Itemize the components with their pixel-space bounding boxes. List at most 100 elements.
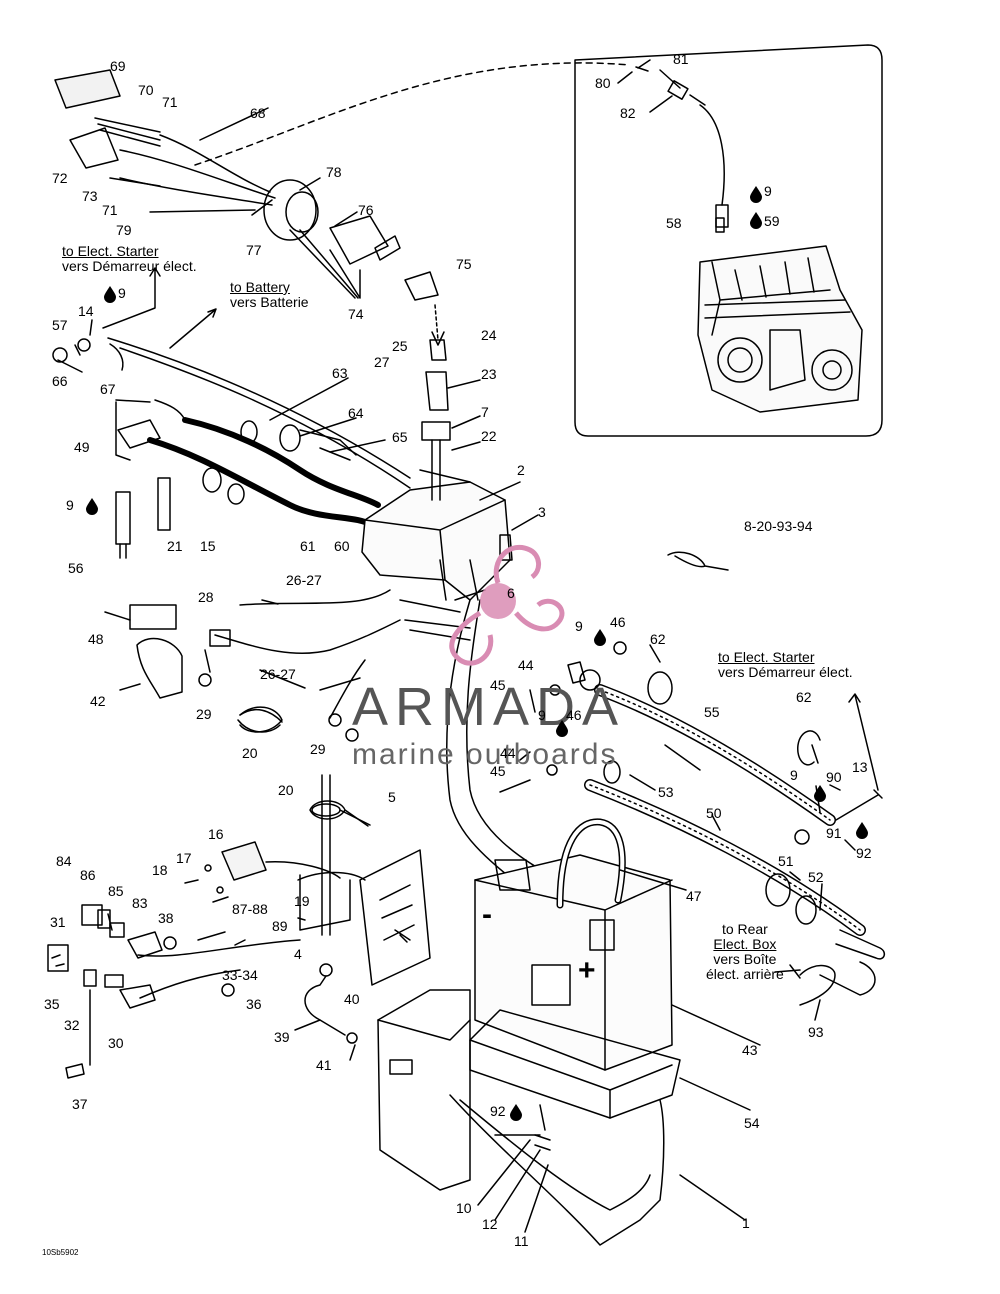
note-starter2-fr: vers Démarreur élect. bbox=[718, 664, 853, 680]
part-label: 25 bbox=[392, 338, 408, 354]
part-label: 62 bbox=[796, 689, 812, 705]
note-battery-fr: vers Batterie bbox=[230, 294, 309, 310]
note-rear-elect-box: to Rear Elect. Box vers Boîte élect. arr… bbox=[706, 922, 784, 982]
part-label: 84 bbox=[56, 853, 72, 869]
part-label: 29 bbox=[310, 741, 326, 757]
part-label: 50 bbox=[706, 805, 722, 821]
part-label: 16 bbox=[208, 826, 224, 842]
part-label: 19 bbox=[294, 893, 310, 909]
part-label: 32 bbox=[64, 1017, 80, 1033]
part-label: 76 bbox=[358, 202, 374, 218]
drawing-code: 10Sb5902 bbox=[42, 1248, 79, 1257]
note-rear-l1: to Rear bbox=[721, 921, 768, 937]
part-label: 86 bbox=[80, 867, 96, 883]
part-label: 20 bbox=[242, 745, 258, 761]
spark-plug-cables bbox=[52, 337, 411, 559]
note-starter2-en: to Elect. Starter bbox=[718, 649, 815, 665]
part-label: 75 bbox=[456, 256, 472, 272]
part-label: 22 bbox=[481, 428, 497, 444]
note-starter1-en: to Elect. Starter bbox=[62, 243, 159, 259]
part-label: 9 bbox=[575, 618, 583, 634]
part-label: 83 bbox=[132, 895, 148, 911]
part-label: 26-27 bbox=[286, 572, 322, 588]
part-label: 63 bbox=[332, 365, 348, 381]
part-label: 21 bbox=[167, 538, 183, 554]
note-battery: to Battery vers Batterie bbox=[230, 280, 309, 310]
part-label: 90 bbox=[826, 769, 842, 785]
part-label: 73 bbox=[82, 188, 98, 204]
part-label: 28 bbox=[198, 589, 214, 605]
part-label: 92 bbox=[856, 845, 872, 861]
part-label: 71 bbox=[162, 94, 178, 110]
upper-harness bbox=[54, 69, 319, 241]
part-label: 52 bbox=[808, 869, 824, 885]
part-label: 55 bbox=[704, 704, 720, 720]
part-label: 9 bbox=[118, 285, 126, 301]
part-label: 59 bbox=[764, 213, 780, 229]
part-label: 56 bbox=[68, 560, 84, 576]
note-rear-l2: Elect. Box bbox=[713, 936, 777, 952]
part-label: 93 bbox=[808, 1024, 824, 1040]
starter-cable-55 bbox=[579, 641, 836, 826]
part-label: 6 bbox=[507, 585, 515, 601]
part-label: 38 bbox=[158, 910, 174, 926]
note-elect-starter-1: to Elect. Starter vers Démarreur élect. bbox=[62, 244, 197, 274]
part-label: 68 bbox=[250, 105, 266, 121]
part-label: 91 bbox=[826, 825, 842, 841]
part-label: 92 bbox=[490, 1103, 506, 1119]
part-label: 79 bbox=[116, 222, 132, 238]
part-label: 24 bbox=[481, 327, 497, 343]
part-label: 42 bbox=[90, 693, 106, 709]
connector-74-icon bbox=[289, 215, 401, 299]
part-label: 26-27 bbox=[260, 666, 296, 682]
part-label: 5 bbox=[388, 789, 396, 805]
part-label: 27 bbox=[374, 354, 390, 370]
part-label: 10 bbox=[456, 1200, 472, 1216]
part-label: 43 bbox=[742, 1042, 758, 1058]
solenoid bbox=[204, 841, 341, 894]
watermark-brand: ARMADA bbox=[352, 677, 626, 737]
note-starter1-fr: vers Démarreur élect. bbox=[62, 258, 197, 274]
part-label: 77 bbox=[246, 242, 262, 258]
part-label: 13 bbox=[852, 759, 868, 775]
part-label: 33-34 bbox=[222, 967, 258, 983]
part-label: 17 bbox=[176, 850, 192, 866]
part-label: 39 bbox=[274, 1029, 290, 1045]
dashed-connector bbox=[194, 62, 631, 166]
part-label: 7 bbox=[481, 404, 489, 420]
part-label: 64 bbox=[348, 405, 364, 421]
battery-box bbox=[377, 989, 665, 1246]
part-label: 67 bbox=[100, 381, 116, 397]
part-label: 41 bbox=[316, 1057, 332, 1073]
note-rear-l3: vers Boîte bbox=[713, 951, 777, 967]
part-label: 12 bbox=[482, 1216, 498, 1232]
battery-cable-50 bbox=[584, 779, 886, 960]
part-label: 23 bbox=[481, 366, 497, 382]
part-label: 45 bbox=[490, 677, 506, 693]
part-label: 78 bbox=[326, 164, 342, 180]
part-label: 30 bbox=[108, 1035, 124, 1051]
part-label: 87-88 bbox=[232, 901, 268, 917]
part-label: 65 bbox=[392, 429, 408, 445]
part-label: 18 bbox=[152, 862, 168, 878]
part-label: 40 bbox=[344, 991, 360, 1007]
part-label: 46 bbox=[566, 707, 582, 723]
part-label: 70 bbox=[138, 82, 154, 98]
engine-block-icon bbox=[697, 217, 863, 413]
part-label: 69 bbox=[110, 58, 126, 74]
part-label: 58 bbox=[666, 215, 682, 231]
part-label: 14 bbox=[78, 303, 94, 319]
part-label: 82 bbox=[620, 105, 636, 121]
note-elect-starter-2: to Elect. Starter vers Démarreur élect. bbox=[718, 650, 853, 680]
battery-positive-terminal: + bbox=[578, 954, 596, 987]
note-rear-l4: élect. arrière bbox=[706, 966, 784, 982]
part-label: 49 bbox=[74, 439, 90, 455]
mount-plate bbox=[359, 849, 431, 986]
battery bbox=[474, 818, 673, 1071]
part-label: 44 bbox=[500, 745, 516, 761]
part-label: 66 bbox=[52, 373, 68, 389]
battery-negative-terminal: - bbox=[482, 898, 492, 931]
part-label: 72 bbox=[52, 170, 68, 186]
part-label: 53 bbox=[658, 784, 674, 800]
